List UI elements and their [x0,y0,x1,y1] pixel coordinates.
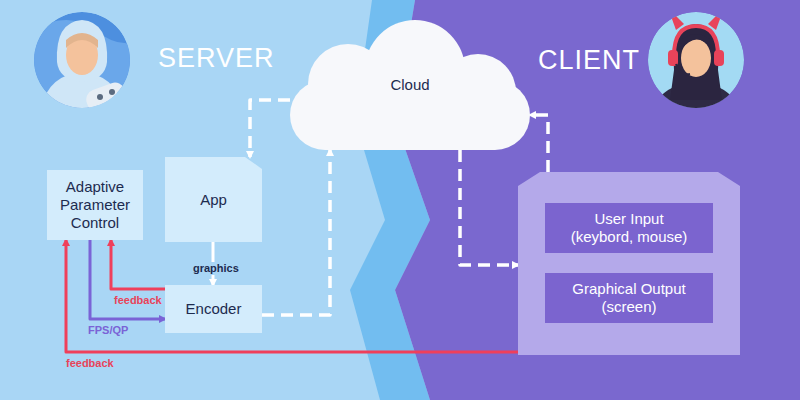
node-text: Encoder [186,300,242,318]
edge-label: FPS/QP [88,324,128,337]
node-text: Cloud [390,76,429,94]
illustration-part [30,20,140,120]
illustration-part [714,50,724,66]
connector [66,240,518,352]
connector [262,150,330,315]
app-box: App [165,157,262,242]
connector [90,240,165,319]
illustration-part [681,34,711,50]
illustration-part [648,12,744,108]
node-text: App [200,191,227,209]
client-box: CLIENTUser Input (keybord, mouse)Graphic… [518,172,740,355]
output-box: Graphical Output (screen) [545,273,713,323]
encoder-box: Encoder [165,285,262,333]
connector [460,150,518,265]
illustration-part [57,20,107,82]
app-outline-shape [165,157,262,242]
illustration-part [97,94,103,100]
input-box: User Input (keybord, mouse) [545,203,713,253]
control-box: Adaptive Parameter Control [47,170,143,240]
illustration-part [66,33,98,48]
illustration-part [674,26,718,56]
side-heading: SERVER [158,42,275,74]
illustration-part [708,8,724,30]
connector [111,240,165,289]
client-outline-shape [518,172,740,355]
edge-label: feedback [114,294,162,307]
node-text: Graphical Output (screen) [567,280,691,316]
edge-label: feedback [66,357,114,370]
illustration-part [668,50,678,66]
cloud-shape: Cloud [290,20,530,150]
edge-label: graphics [191,262,241,275]
node-text: User Input (keybord, mouse) [567,210,691,246]
connector [250,100,290,157]
node-text: Adaptive Parameter Control [51,178,139,232]
house-outline [518,172,740,355]
side-heading: CLIENT [538,44,640,76]
cloud-part [440,54,516,130]
illustration-part [676,64,690,74]
client-avatar [648,8,744,120]
illustration-part [668,8,684,30]
illustration-part [83,80,128,114]
illustration-part [109,89,115,95]
connector [530,115,548,172]
server-avatar [30,12,140,120]
